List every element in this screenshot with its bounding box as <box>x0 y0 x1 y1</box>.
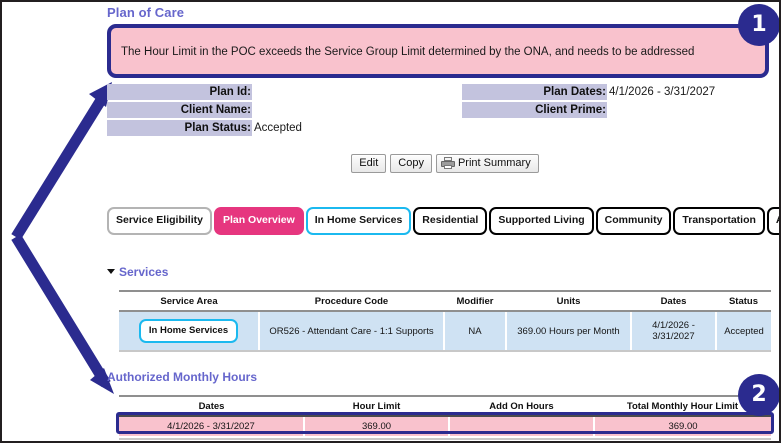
table-bottom-rule <box>119 438 771 440</box>
col-modifier: Modifier <box>444 290 506 312</box>
tab-community[interactable]: Community <box>595 207 672 235</box>
field-label-plan-id: Plan Id: <box>107 84 252 100</box>
tab-residential[interactable]: Residential <box>413 207 488 235</box>
print-summary-button[interactable]: Print Summary <box>435 154 539 173</box>
validation-alert-text: The Hour Limit in the POC exceeds the Se… <box>121 46 695 58</box>
services-table: Service Area Procedure Code Modifier Uni… <box>119 290 771 352</box>
cell-service-area: In Home Services <box>119 311 260 352</box>
cell-amh-dates: 4/1/2026 - 3/31/2027 <box>119 416 305 436</box>
amh-table-header-row: Dates Hour Limit Add On Hours Total Mont… <box>119 395 771 417</box>
cell-modifier: NA <box>444 311 507 352</box>
col-procedure-code: Procedure Code <box>259 290 444 312</box>
tab-service-eligibility[interactable]: Service Eligibility <box>107 207 212 235</box>
col-amh-dates: Dates <box>119 395 304 417</box>
field-value-plan-status: Accepted <box>254 122 302 134</box>
edit-button[interactable]: Edit <box>351 154 387 173</box>
authorized-monthly-hours-heading: Authorized Monthly Hours <box>107 370 257 384</box>
page-content: Plan of Care The Hour Limit in the POC e… <box>107 2 779 441</box>
cell-dates: 4/1/2026 - 3/31/2027 <box>631 311 717 352</box>
copy-button[interactable]: Copy <box>390 154 432 173</box>
cell-units: 369.00 Hours per Month <box>506 311 632 352</box>
col-service-area: Service Area <box>119 290 259 312</box>
collapse-caret-icon[interactable] <box>107 269 115 274</box>
col-amh-add-on-hours: Add On Hours <box>449 395 594 417</box>
services-section-heading[interactable]: Services <box>107 265 168 279</box>
table-row[interactable]: 4/1/2026 - 3/31/2027 369.00 369.00 <box>119 416 771 436</box>
plan-detail-fields: Plan Id: Plan Dates: 4/1/2026 - 3/31/202… <box>107 84 779 138</box>
tab-transportation[interactable]: Transportation <box>673 207 765 235</box>
col-amh-hour-limit: Hour Limit <box>304 395 449 417</box>
services-heading-label: Services <box>119 265 169 279</box>
tab-in-home-services[interactable]: In Home Services <box>305 207 412 235</box>
field-label-client-name: Client Name: <box>107 102 252 118</box>
field-value-plan-dates: 4/1/2026 - 3/31/2027 <box>609 86 716 98</box>
table-row[interactable]: In Home Services OR526 - Attendant Care … <box>119 311 771 352</box>
tab-supported-living[interactable]: Supported Living <box>489 207 594 235</box>
col-units: Units <box>506 290 631 312</box>
print-summary-label: Print Summary <box>457 157 531 169</box>
field-label-plan-status: Plan Status: <box>107 120 252 136</box>
cell-amh-total-hour-limit: 369.00 <box>594 416 771 436</box>
field-label-plan-dates: Plan Dates: <box>462 84 607 100</box>
service-area-pill[interactable]: In Home Services <box>138 319 239 343</box>
authorized-monthly-hours-table: Dates Hour Limit Add On Hours Total Mont… <box>119 395 771 436</box>
callout-badge-1: 1 <box>738 4 779 46</box>
tab-plan-overview[interactable]: Plan Overview <box>213 207 304 235</box>
col-dates: Dates <box>631 290 716 312</box>
cell-status: Accepted <box>716 311 771 352</box>
printer-icon <box>440 157 455 169</box>
callout-badge-2: 2 <box>738 374 779 416</box>
cell-amh-hour-limit: 369.00 <box>304 416 450 436</box>
cell-amh-add-on-hours <box>449 416 595 436</box>
page-title: Plan of Care <box>107 5 185 20</box>
services-table-header-row: Service Area Procedure Code Modifier Uni… <box>119 290 771 312</box>
field-label-client-prime: Client Prime: <box>462 102 607 118</box>
col-amh-total-hour-limit: Total Monthly Hour Limit <box>594 395 771 417</box>
tab-ancillary[interactable]: Ancillary <box>766 207 779 235</box>
validation-alert-banner: The Hour Limit in the POC exceeds the Se… <box>107 24 769 78</box>
cell-procedure-code: OR526 - Attendant Care - 1:1 Supports <box>259 311 445 352</box>
col-status: Status <box>716 290 771 312</box>
